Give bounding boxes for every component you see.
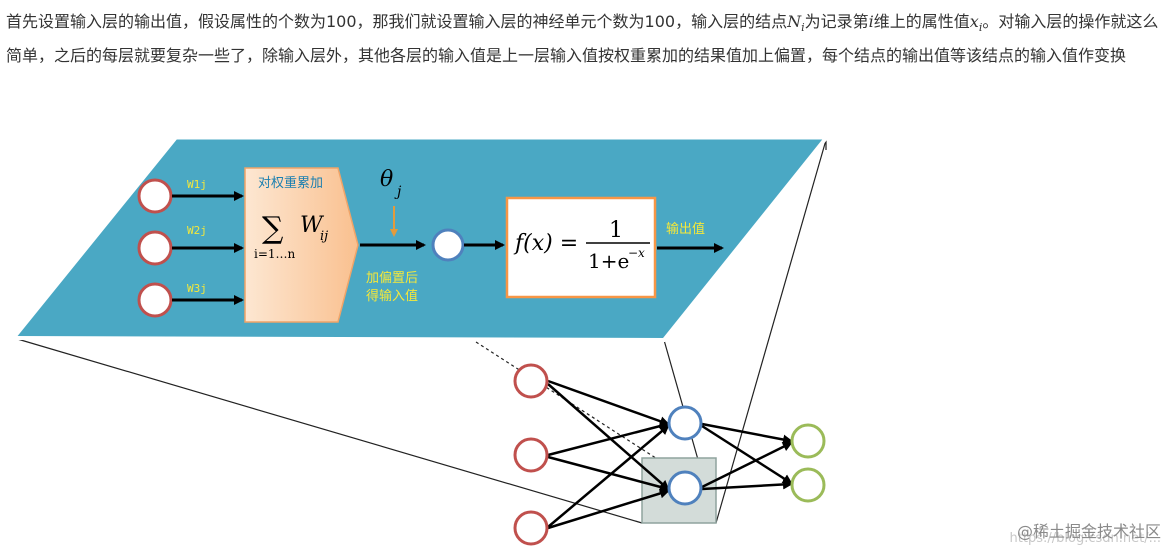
bias-label-line2: 得输入值 — [366, 288, 418, 304]
network-hidden-node — [667, 405, 703, 441]
network-output-nodes — [790, 423, 826, 503]
network-input-nodes — [513, 363, 549, 546]
network-output-node — [790, 423, 826, 459]
projection-line-right — [715, 139, 827, 524]
panel-summed-node — [431, 228, 465, 262]
network-edge — [701, 422, 793, 445]
formula-numerator: 1 — [609, 218, 623, 243]
projection-line-left — [13, 337, 643, 524]
article-text-seg2: 为记录第 — [804, 12, 869, 31]
panel-edge-highlight — [13, 136, 828, 343]
sum-symbol: ∑ — [262, 211, 284, 246]
sum-W: W — [300, 213, 325, 238]
network-edge — [701, 479, 793, 491]
output-label: 输出值 — [666, 221, 705, 237]
network-hidden-node — [667, 470, 703, 506]
math-N-i: Ni — [787, 12, 805, 35]
article-text-seg4: 。对输入层的操作就这么简单，之后的每层就要复杂一些了，除输入层外，其他各层的输入… — [6, 12, 1159, 66]
math-i: i — [868, 12, 874, 31]
weight-label-1: W1j — [187, 178, 207, 191]
math-sub-i2: i — [978, 21, 983, 35]
network-edges — [547, 379, 793, 530]
weight-label-2: W2j — [187, 224, 207, 237]
network-edge — [701, 424, 793, 485]
network-edge — [547, 488, 670, 530]
network-hidden-nodes — [667, 405, 703, 506]
network-edge — [547, 455, 670, 492]
detail-panel — [10, 136, 830, 342]
network-output-node — [790, 467, 826, 503]
network-input-node — [513, 437, 549, 473]
formula-left: f(x) = — [513, 231, 578, 256]
panel-input-node — [137, 178, 173, 214]
network-edge — [547, 383, 670, 491]
formula-exponent: −x — [628, 246, 645, 260]
panel-input-node — [137, 230, 173, 266]
bias-label-line1: 加偏置后 — [366, 271, 418, 286]
network-edge — [547, 424, 670, 528]
math-x-i: xi — [969, 12, 983, 35]
sum-box — [244, 167, 359, 323]
theta-symbol: θ — [380, 167, 393, 192]
panel-input-nodes — [137, 178, 173, 318]
network-input-node — [513, 363, 549, 399]
article-text-seg1: 首先设置输入层的输出值，假设属性的个数为100，那我们就设置输入层的神经单元个数… — [6, 12, 788, 31]
math-sub-i: i — [801, 21, 805, 35]
sum-box-title: 对权重累加 — [258, 175, 323, 191]
formula-box — [505, 196, 657, 299]
network-edge — [701, 441, 793, 489]
site-watermark: @稀土掘金技术社区 — [1016, 522, 1161, 541]
formula-denominator: 1+e — [588, 249, 629, 273]
article-paragraph: 首先设置输入层的输出值，假设属性的个数为100，那我们就设置输入层的神经单元个数… — [6, 8, 1166, 70]
panel-input-node — [137, 282, 173, 318]
network-edge — [547, 421, 670, 457]
article-text-seg3: 维上的属性值 — [873, 12, 970, 31]
weight-label-3: W3j — [187, 282, 207, 295]
network-input-node — [513, 510, 549, 546]
theta-sub: j — [394, 184, 402, 200]
math-var-N: N — [787, 12, 802, 31]
math-var-x: x — [969, 12, 979, 31]
weight-arrows — [172, 191, 244, 305]
sum-W-sub: ij — [320, 229, 328, 244]
neural-network-figure: W1j W2j W3j 对权重累加 ∑ W ij i=1…n θ j 加偏置后 … — [10, 136, 830, 546]
blog-watermark: https://blog.csdn.net/... — [1009, 531, 1161, 546]
network-edge — [547, 379, 670, 427]
sum-range: i=1…n — [254, 247, 296, 261]
